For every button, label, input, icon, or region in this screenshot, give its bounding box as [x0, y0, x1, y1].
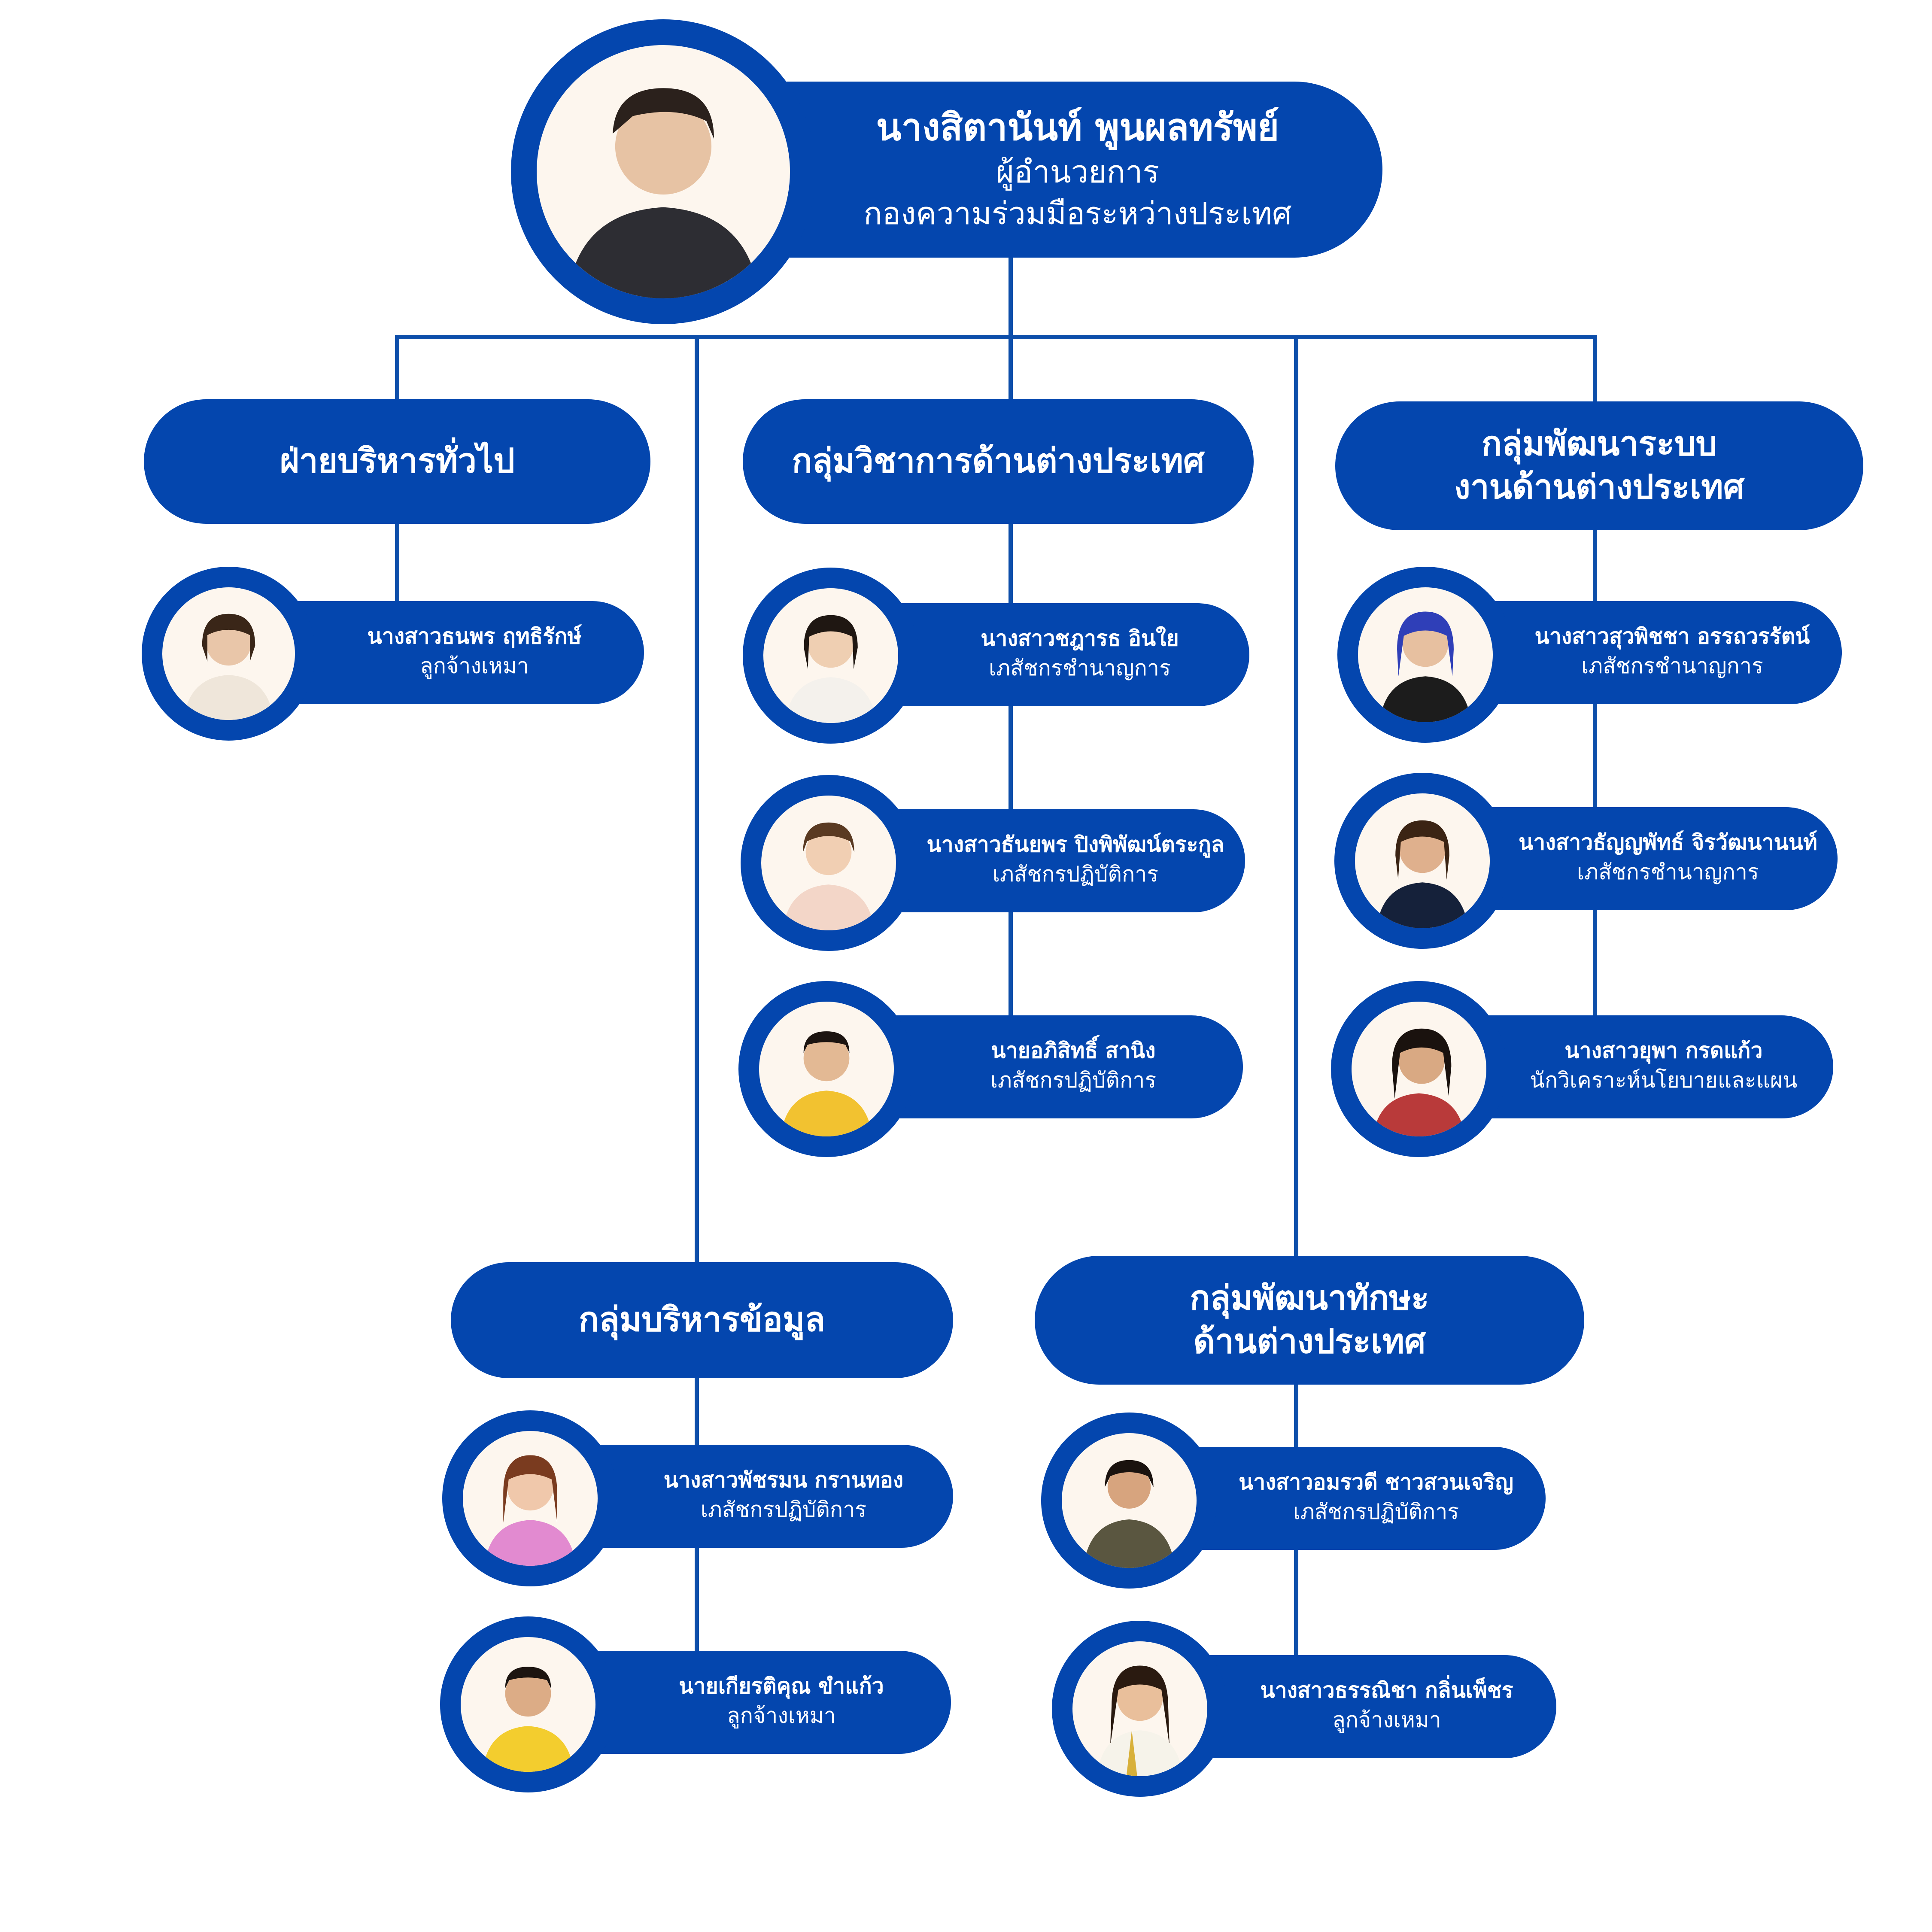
avatar-system-dev-2 — [1334, 773, 1510, 949]
avatar-academic-3 — [738, 981, 914, 1157]
avatar-academic-2 — [741, 775, 917, 951]
group-data-admin-title: กลุ่มบริหารข้อมูล — [451, 1262, 953, 1378]
director-division: กองความร่วมมือระหว่างประเทศ — [863, 195, 1292, 231]
avatar-data-admin-1 — [442, 1410, 618, 1586]
person-photo-icon — [781, 1031, 872, 1136]
person-photo-icon — [567, 88, 760, 298]
person-photo-icon — [482, 1667, 574, 1772]
group-general-admin-title: ฝ่ายบริหารทั่วไป — [144, 399, 650, 524]
avatar-system-dev-3 — [1331, 981, 1507, 1157]
connector-director-down — [1009, 258, 1013, 339]
director-position: ผู้อำนวยการ — [996, 153, 1160, 190]
avatar-data-admin-2 — [440, 1616, 616, 1792]
person-photo-icon — [785, 615, 877, 723]
person-photo-icon — [1379, 611, 1471, 722]
person-photo-icon — [484, 1455, 576, 1566]
group-academic-title: กลุ่มวิชาการด้านต่างประเทศ — [743, 399, 1254, 524]
person-photo-icon — [783, 822, 875, 930]
director-name: นางสิตานันท์ พูนผลทรัพย์ — [876, 106, 1279, 149]
avatar-skills-dev-1 — [1041, 1413, 1217, 1589]
connector-skills-dev — [1294, 335, 1298, 1709]
person-photo-icon — [183, 614, 274, 720]
avatar-general-admin-1 — [142, 567, 316, 741]
person-photo-icon — [1097, 1665, 1183, 1776]
person-photo-icon — [1083, 1460, 1175, 1568]
connector-data-admin — [695, 335, 699, 1271]
avatar-system-dev-1 — [1337, 567, 1513, 743]
connector-horizontal-bus — [395, 335, 1597, 339]
group-system-dev-title: กลุ่มพัฒนาระบบ งานด้านต่างประเทศ — [1335, 401, 1863, 530]
avatar-academic-1 — [743, 568, 919, 744]
person-photo-icon — [1373, 1028, 1465, 1136]
person-photo-icon — [1376, 820, 1468, 928]
director-avatar — [511, 19, 816, 324]
group-skills-dev-title: กลุ่มพัฒนาทักษะ ด้านต่างประเทศ — [1035, 1256, 1584, 1385]
avatar-skills-dev-2 — [1052, 1621, 1228, 1797]
